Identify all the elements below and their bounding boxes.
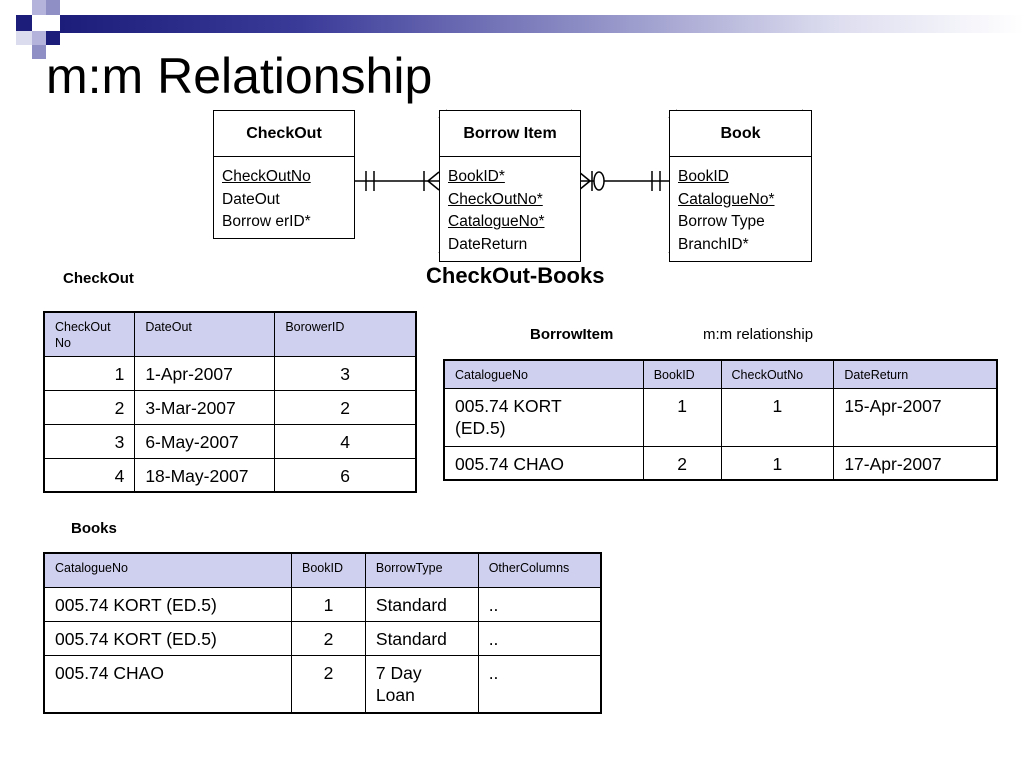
checkout-table-label: CheckOut (63, 270, 134, 287)
table-cell: 005.74 KORT (ED.5) (43, 620, 293, 656)
slide-title: m:m Relationship (46, 48, 433, 104)
column-header: BookID (291, 552, 366, 588)
table-cell: 6 (274, 457, 417, 493)
table-cell: 005.74 KORT (ED.5) (443, 387, 644, 447)
table-cell: 17-Apr-2007 (833, 445, 998, 481)
table-cell: 1 (720, 387, 835, 447)
header-square (32, 0, 48, 15)
entity-checkout: CheckOut CheckOutNo DateOut Borrow erID* (213, 110, 355, 239)
optional-mark (593, 171, 605, 191)
column-header: CatalogueNo (443, 359, 644, 389)
entity-name: Borrow Item (440, 111, 580, 157)
column-header: BookID (642, 359, 722, 389)
table-cell: 005.74 CHAO (43, 654, 293, 714)
table-cell: 1 (720, 445, 835, 481)
table-cell: 3 (43, 423, 136, 459)
table-cell: 3-Mar-2007 (134, 389, 276, 425)
header-square (32, 31, 46, 45)
entity-attribute: DateReturn (448, 235, 528, 253)
table-cell: 2 (642, 445, 722, 481)
table-cell: 3 (274, 355, 417, 391)
diagram-subtitle: CheckOut-Books (426, 263, 605, 288)
column-header: BorrowType (364, 552, 479, 588)
crowfoot-mark (427, 180, 440, 191)
mm-relationship-label: m:m relationship (703, 326, 814, 343)
entity-attribute: CheckOutNo (222, 168, 311, 185)
column-header: DateReturn (833, 359, 998, 389)
header-square (32, 45, 46, 59)
books-table: CatalogueNo BookID BorrowType OtherColum… (43, 552, 602, 714)
entity-attribute: DateOut (222, 190, 280, 208)
entity-attribute: Borrow Type (678, 213, 765, 230)
entity-attribute: BranchID* (678, 235, 749, 253)
entity-attribute: BookID* (448, 168, 505, 185)
entity-book: Book BookID CatalogueNo* Borrow Type Bra… (669, 110, 812, 262)
table-row: 005.74 KORT (ED.5) 1 1 15-Apr-2007 (443, 387, 998, 447)
table-cell: .. (477, 586, 602, 622)
header-square (16, 15, 32, 31)
entity-attribute: Borrow erID* (222, 213, 311, 230)
books-table-label: Books (71, 520, 117, 537)
table-row: 005.74 CHAO 2 7 Day Loan .. (43, 654, 602, 714)
column-header: CatalogueNo (43, 552, 293, 588)
entity-name: CheckOut (214, 111, 354, 157)
column-header: CheckOut No (43, 311, 136, 357)
table-cell: 15-Apr-2007 (833, 387, 998, 447)
table-row: 4 18-May-2007 6 (43, 457, 417, 493)
column-header: CheckOutNo (720, 359, 835, 389)
table-cell: 005.74 CHAO (443, 445, 644, 481)
entity-attribute: BookID (678, 168, 729, 185)
table-row: 005.74 CHAO 2 1 17-Apr-2007 (443, 445, 998, 481)
table-cell: 18-May-2007 (134, 457, 276, 493)
table-cell: Standard (364, 586, 479, 622)
table-cell: .. (477, 654, 602, 714)
table-cell: 6-May-2007 (134, 423, 276, 459)
table-cell: .. (477, 620, 602, 656)
table-cell: 005.74 KORT (ED.5) (43, 586, 293, 622)
table-cell: 2 (274, 389, 417, 425)
entity-attribute: CatalogueNo* (448, 213, 545, 230)
crowfoot-mark (427, 171, 440, 182)
column-header: DateOut (134, 311, 276, 357)
entity-borrowitem: Borrow Item BookID* CheckOutNo* Catalogu… (439, 110, 581, 262)
table-cell: 2 (43, 389, 136, 425)
table-cell: 7 Day Loan (364, 654, 479, 714)
table-cell: 2 (291, 620, 366, 656)
column-header: OtherColumns (477, 552, 602, 588)
table-cell: 1 (642, 387, 722, 447)
table-row: 005.74 KORT (ED.5) 1 Standard .. (43, 586, 602, 622)
table-cell: 1 (291, 586, 366, 622)
table-row: 2 3-Mar-2007 2 (43, 389, 417, 425)
table-cell: Standard (364, 620, 479, 656)
table-row: 005.74 KORT (ED.5) 2 Standard .. (43, 620, 602, 656)
header-square (16, 31, 32, 45)
entity-attribute: CatalogueNo* (678, 190, 775, 208)
header-gradient-bar (60, 15, 1024, 33)
entity-attribute: CheckOutNo* (448, 190, 543, 208)
table-row: 3 6-May-2007 4 (43, 423, 417, 459)
column-header: BorowerID (274, 311, 417, 357)
header-square (46, 0, 60, 15)
table-cell: 1-Apr-2007 (134, 355, 276, 391)
table-cell: 2 (291, 654, 366, 714)
header-square (46, 31, 60, 45)
table-row: 1 1-Apr-2007 3 (43, 355, 417, 391)
table-cell: 1 (43, 355, 136, 391)
entity-name: Book (670, 111, 811, 157)
checkout-table: CheckOut No DateOut BorowerID 1 1-Apr-20… (43, 311, 417, 493)
borrowitem-table-label: BorrowItem (530, 326, 614, 343)
table-cell: 4 (43, 457, 136, 493)
borrowitem-table: CatalogueNo BookID CheckOutNo DateReturn… (443, 359, 998, 481)
table-cell: 4 (274, 423, 417, 459)
